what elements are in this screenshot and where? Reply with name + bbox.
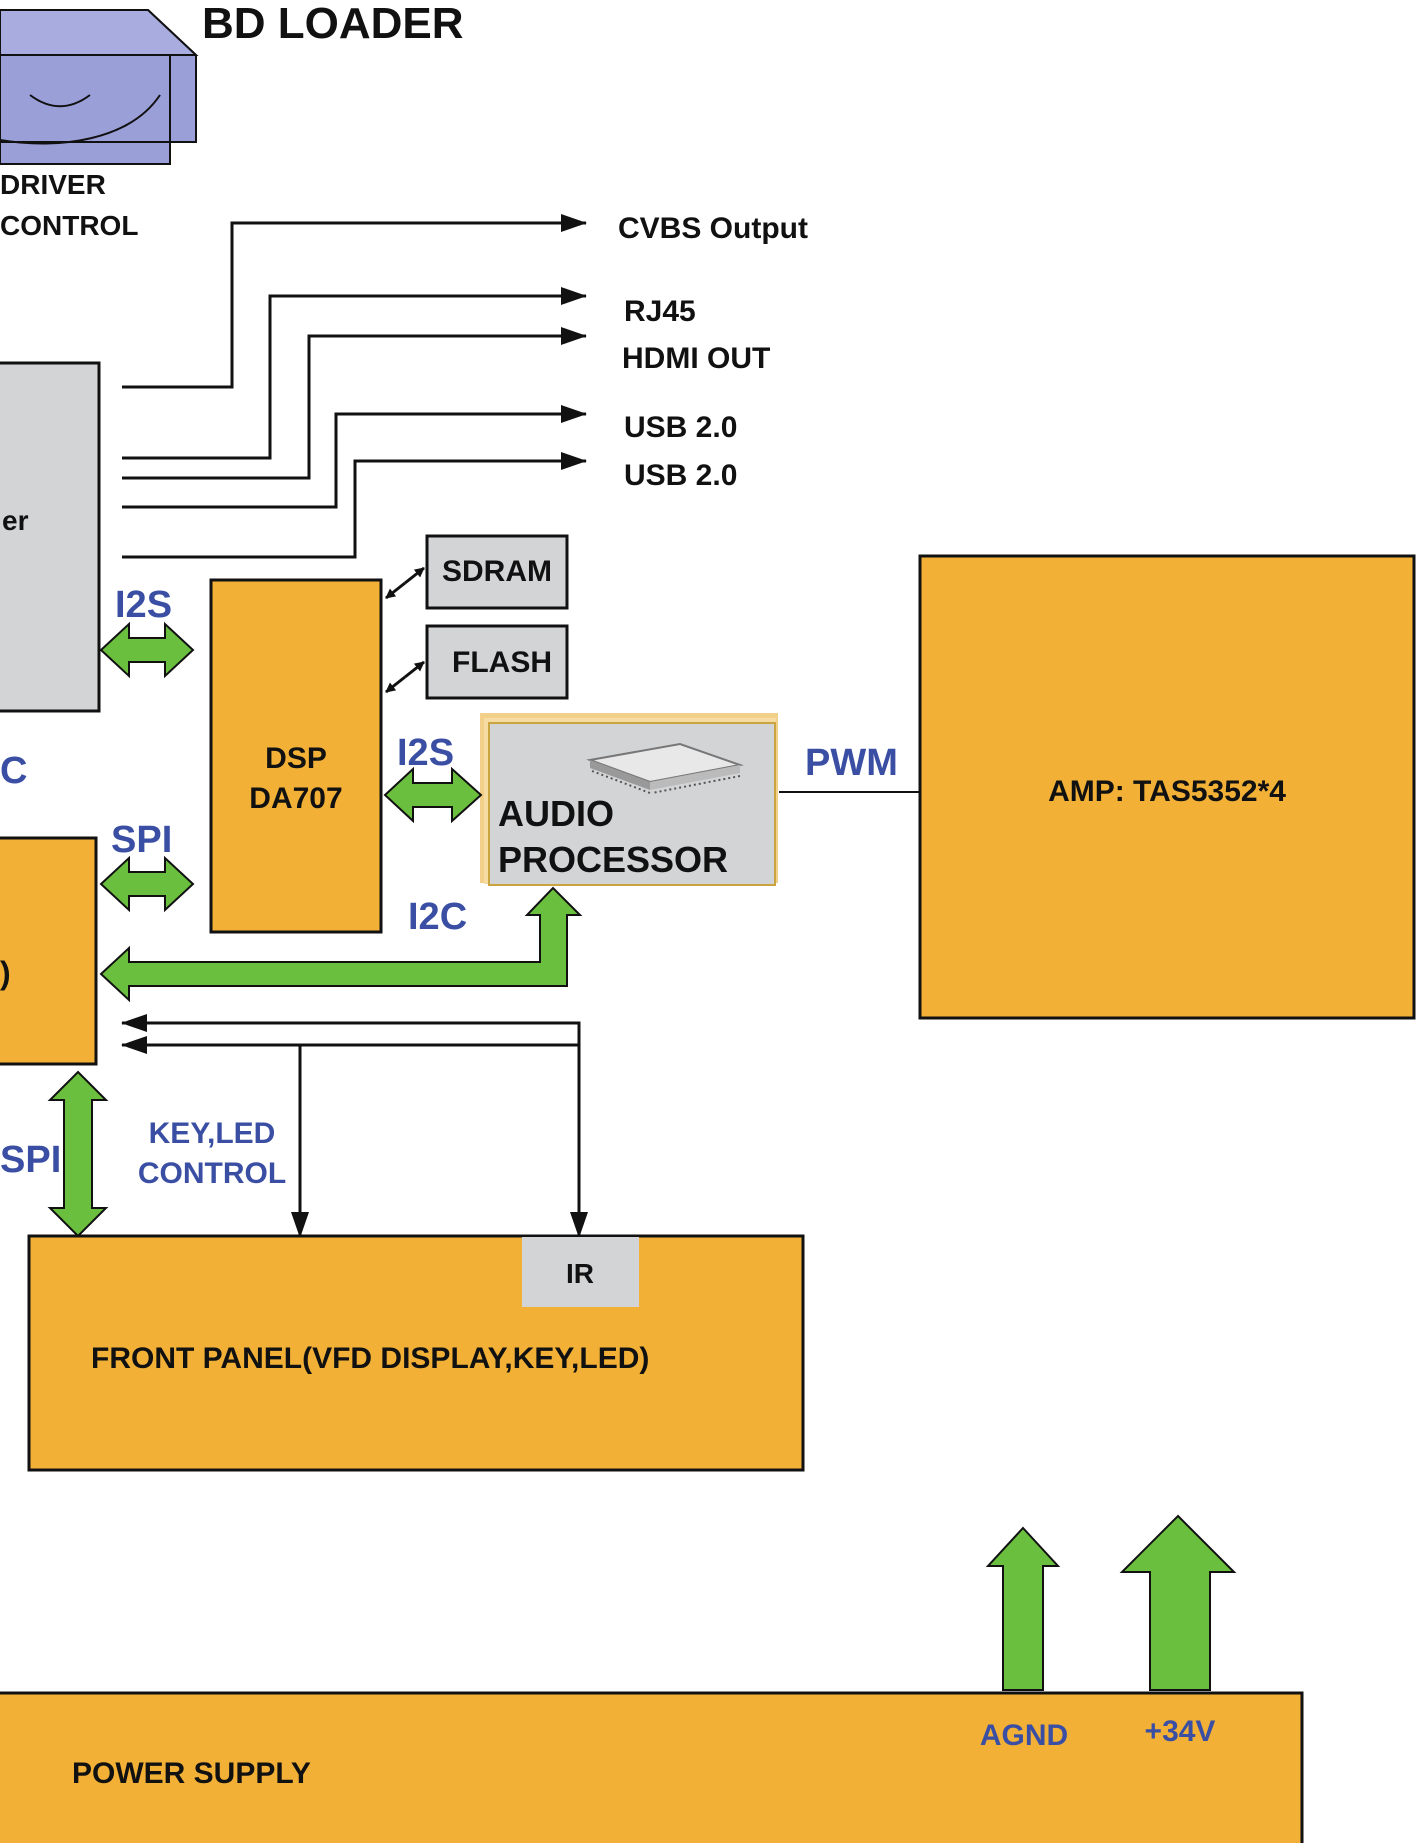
- partial-bus-label: C: [0, 750, 27, 792]
- control-lines: [121, 1014, 588, 1238]
- i2c-label: I2C: [408, 896, 467, 938]
- sdram-block: [425, 534, 569, 610]
- dsp-label-line1: DSP: [265, 742, 327, 775]
- usb2-line: [122, 452, 587, 559]
- audio-processor-label-line1: AUDIO: [498, 793, 614, 834]
- flash-link-arrow-a: [385, 675, 406, 694]
- power-supply-label: POWER SUPPLY: [72, 1757, 311, 1790]
- main-processor-block: [0, 361, 101, 713]
- flash-block: [425, 624, 569, 700]
- cvbs-output-label: CVBS Output: [618, 212, 808, 245]
- front-panel-block: [27, 1234, 805, 1472]
- agnd-arrow: [985, 1526, 1061, 1691]
- micro-controller-label: ): [0, 955, 11, 991]
- spi-upper-bus-arrow: [99, 855, 195, 913]
- agnd-label: AGND: [980, 1719, 1068, 1752]
- v34-arrow: [1119, 1514, 1237, 1691]
- key-led-label-line2: CONTROL: [138, 1157, 286, 1190]
- amp-label: AMP: TAS5352*4: [1048, 775, 1286, 808]
- i2s-left-label: I2S: [115, 584, 172, 626]
- i2s-left-bus-arrow: [99, 621, 195, 679]
- ir-block: [522, 1237, 639, 1307]
- i2c-bus-arrow: [99, 886, 583, 1003]
- spi-upper-label: SPI: [111, 819, 172, 861]
- sdram-link-arrow-a: [385, 581, 406, 600]
- ir-label: IR: [566, 1258, 594, 1289]
- output-lines: [122, 214, 587, 559]
- i2s-mid-bus-arrow: [383, 766, 483, 824]
- flash-label: FLASH: [452, 646, 552, 679]
- cvbs-line: [122, 214, 587, 389]
- usb1-line: [122, 405, 587, 509]
- sdram-link-arrow-b: [404, 566, 425, 585]
- audio-processor-label-line2: PROCESSOR: [498, 839, 728, 880]
- bus-arrows: [47, 621, 1237, 1691]
- sdram-label: SDRAM: [442, 555, 552, 588]
- front-panel-label: FRONT PANEL(VFD DISPLAY,KEY,LED): [91, 1342, 649, 1375]
- chip-icon: [586, 742, 744, 794]
- key-led-label-line1: KEY,LED: [149, 1117, 276, 1150]
- memory-links: [385, 566, 425, 694]
- driver-label-line2: CONTROL: [0, 210, 138, 241]
- disc-drive-icon: [0, 9, 199, 165]
- amp-block: [918, 554, 1416, 1020]
- hdmi-line: [122, 327, 587, 480]
- usb-label-2: USB 2.0: [624, 459, 737, 492]
- micro-controller-block: [0, 836, 98, 1066]
- dsp-block: [209, 578, 383, 934]
- spi-lower-label: SPI: [0, 1139, 61, 1181]
- main-processor-label: er: [2, 505, 29, 536]
- flash-link-arrow-b: [404, 660, 425, 679]
- power-supply-block: [0, 1691, 1304, 1843]
- audio-processor-block: [480, 713, 778, 886]
- driver-label-line1: DRIVER: [0, 169, 106, 200]
- usb-label-1: USB 2.0: [624, 411, 737, 444]
- hdmi-out-label: HDMI OUT: [622, 342, 770, 375]
- v34-label: +34V: [1145, 1715, 1216, 1748]
- loader-title: BD LOADER: [202, 0, 464, 48]
- rj45-label: RJ45: [624, 295, 696, 328]
- i2s-mid-label: I2S: [397, 732, 454, 774]
- rj45-line: [122, 287, 587, 460]
- pwm-label: PWM: [805, 742, 898, 784]
- dsp-label-line2: DA707: [249, 782, 342, 815]
